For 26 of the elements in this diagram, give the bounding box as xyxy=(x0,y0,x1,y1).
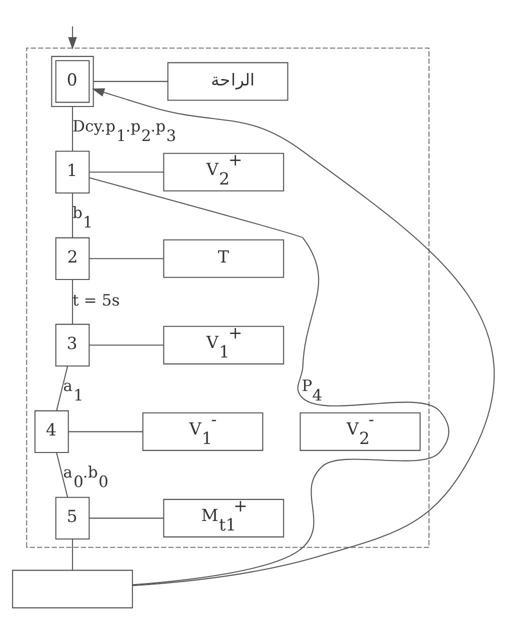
connector xyxy=(89,172,164,173)
cluster xyxy=(26,48,430,548)
node-box xyxy=(12,570,133,608)
node-box: 5 xyxy=(55,496,90,540)
node-box: 4 xyxy=(34,410,69,454)
node-box: 1 xyxy=(55,150,90,194)
arrow xyxy=(92,88,494,586)
connector xyxy=(93,80,168,82)
edge-label: t = 5s xyxy=(72,290,120,310)
connector xyxy=(72,280,74,324)
node-box: T xyxy=(163,239,284,278)
connector xyxy=(56,452,68,498)
connector xyxy=(89,518,164,519)
node-box: 0 xyxy=(51,56,94,107)
connector xyxy=(89,258,164,260)
arrow xyxy=(68,26,77,50)
node-box: 2 xyxy=(55,237,90,280)
connector xyxy=(56,366,68,411)
connector xyxy=(68,431,143,432)
connector xyxy=(72,539,74,570)
connector xyxy=(89,177,449,586)
node-box: الراحة xyxy=(167,62,288,101)
connector xyxy=(89,344,164,346)
node-box: 3 xyxy=(55,324,90,367)
connector xyxy=(72,106,74,152)
connector xyxy=(72,193,74,238)
